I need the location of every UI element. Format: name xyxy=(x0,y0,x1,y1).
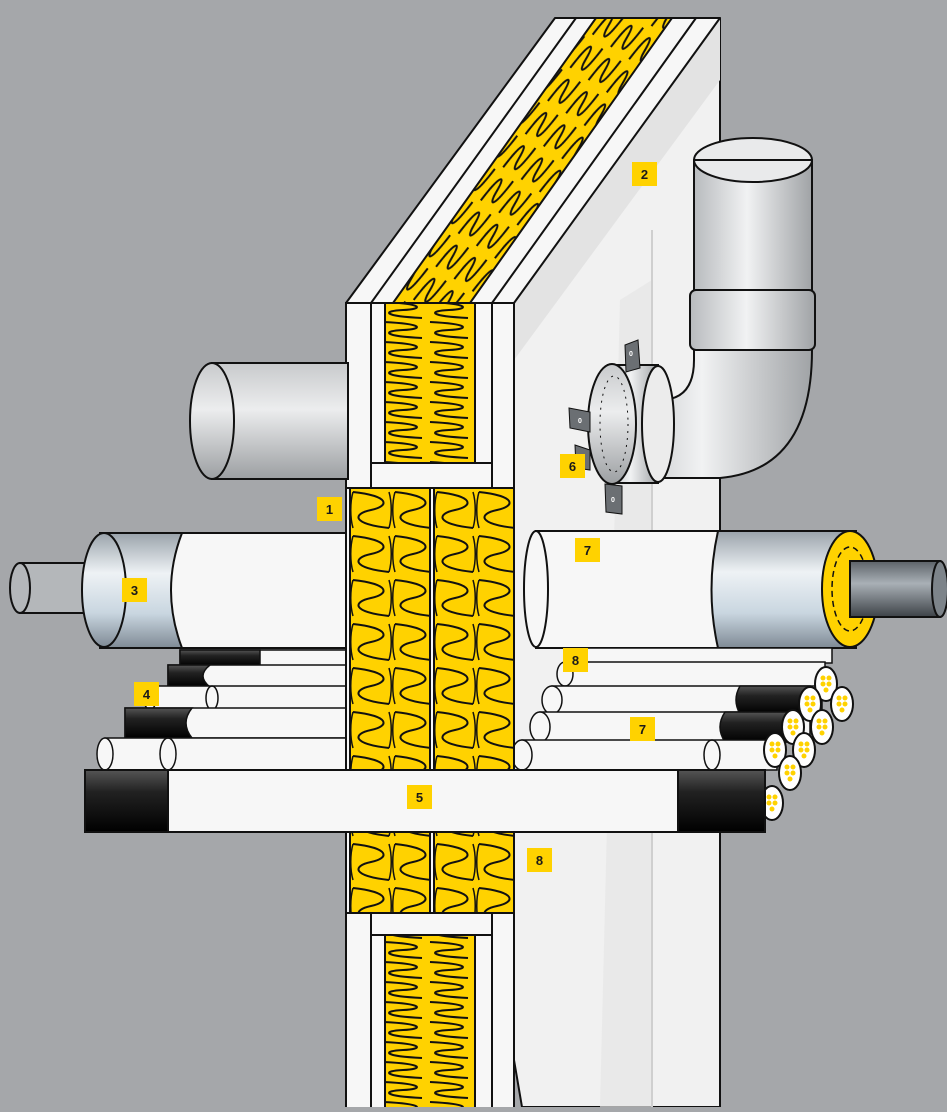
wall-top-liner xyxy=(370,17,577,304)
callout-8b-text: 8 xyxy=(536,853,543,868)
callout-3: 3 xyxy=(122,578,147,602)
wall-top-liner xyxy=(491,17,697,304)
callout-7a-text: 7 xyxy=(584,543,591,558)
wall-middle-section xyxy=(345,487,515,914)
callout-8a-text: 8 xyxy=(572,653,579,668)
small-pipes-left xyxy=(96,649,351,771)
callout-4-text: 4 xyxy=(143,687,151,702)
wall-upper-track xyxy=(370,462,493,489)
callout-8a: 8 xyxy=(563,648,588,672)
left-upper-pipe xyxy=(189,362,349,480)
callout-7b-text: 7 xyxy=(639,722,646,737)
penetration-collar: 0 0 0 0 xyxy=(568,339,675,515)
wall-lower-track xyxy=(370,912,493,936)
callout-3-text: 3 xyxy=(131,583,138,598)
callout-1: 1 xyxy=(317,497,342,521)
collar-bolt-label: 0 xyxy=(629,351,633,358)
callout-2-text: 2 xyxy=(641,167,648,182)
callout-6-text: 6 xyxy=(569,459,576,474)
wall-lower-insulation xyxy=(384,934,476,1112)
wall-upper-insulation xyxy=(384,302,476,464)
callout-6: 6 xyxy=(560,454,585,478)
collar-bolt-label: 0 xyxy=(578,418,582,425)
callout-7b: 7 xyxy=(630,717,655,741)
callout-7a: 7 xyxy=(575,538,600,562)
callout-5-text: 5 xyxy=(416,790,423,805)
insulated-pipe-left xyxy=(9,532,351,649)
callout-5: 5 xyxy=(407,785,432,809)
callout-2: 2 xyxy=(632,162,657,186)
callout-4: 4 xyxy=(134,682,159,706)
callout-1-text: 1 xyxy=(326,502,333,517)
collar-bolt-label: 0 xyxy=(611,497,615,504)
wall-face-shading xyxy=(514,18,720,360)
callout-8b: 8 xyxy=(527,848,552,872)
